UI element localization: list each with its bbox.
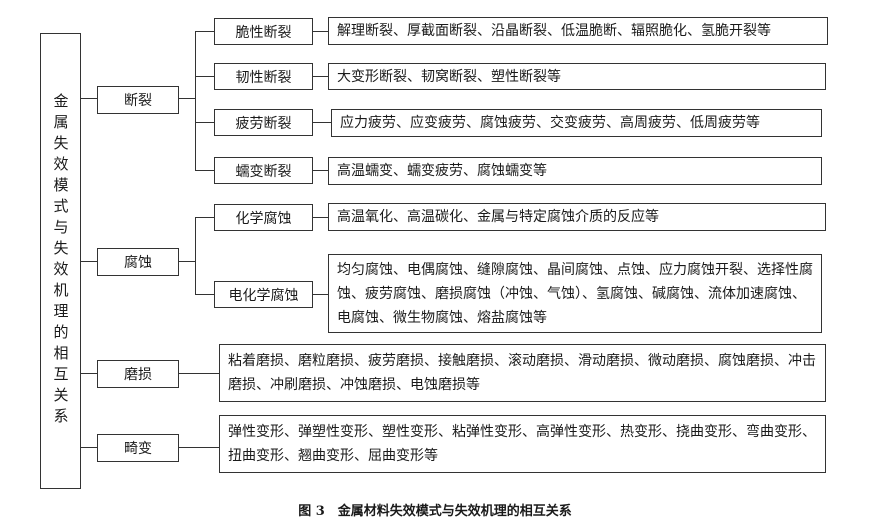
sub-ductile-fracture: 韧性断裂 — [214, 63, 313, 90]
mode-wear: 磨损 — [97, 360, 179, 388]
mechanisms-chemical: 高温氧化、高温碳化、金属与特定腐蚀介质的反应等 — [328, 203, 826, 231]
mechanisms-distortion: 弹性变形、弹塑性变形、塑性变形、粘弹性变形、高弹性变形、热变形、挠曲变形、弯曲变… — [219, 415, 826, 473]
mechanisms-wear: 粘着磨损、磨粒磨损、疲劳磨损、接触磨损、滚动磨损、滑动磨损、微动磨损、腐蚀磨损、… — [219, 344, 826, 402]
mode-fracture: 断裂 — [97, 86, 179, 114]
sub-creep-fracture: 蠕变断裂 — [214, 157, 313, 184]
mechanisms-fatigue: 应力疲劳、应变疲劳、腐蚀疲劳、交变疲劳、高周疲劳、低周疲劳等 — [331, 109, 822, 137]
sub-electrochemical-corrosion: 电化学腐蚀 — [214, 281, 313, 308]
mechanisms-brittle: 解理断裂、厚截面断裂、沿晶断裂、低温脆断、辐照脆化、氢脆开裂等 — [328, 17, 828, 45]
sub-brittle-fracture: 脆性断裂 — [214, 18, 313, 45]
sub-chemical-corrosion: 化学腐蚀 — [214, 204, 313, 231]
mechanisms-electrochemical: 均匀腐蚀、电偶腐蚀、缝隙腐蚀、晶间腐蚀、点蚀、应力腐蚀开裂、选择性腐蚀、疲劳腐蚀… — [328, 254, 822, 333]
mechanisms-ductile: 大变形断裂、韧窝断裂、塑性断裂等 — [328, 63, 826, 90]
root-node: 金属失效模式与失效机理的相互关系 — [40, 33, 81, 489]
mode-corrosion: 腐蚀 — [97, 248, 179, 276]
sub-fatigue-fracture: 疲劳断裂 — [214, 109, 313, 136]
figure-caption: 图 3 金属材料失效模式与失效机理的相互关系 — [298, 504, 572, 519]
mechanisms-creep: 高温蠕变、蠕变疲劳、腐蚀蠕变等 — [328, 157, 822, 185]
mode-distortion: 畸变 — [97, 434, 179, 462]
